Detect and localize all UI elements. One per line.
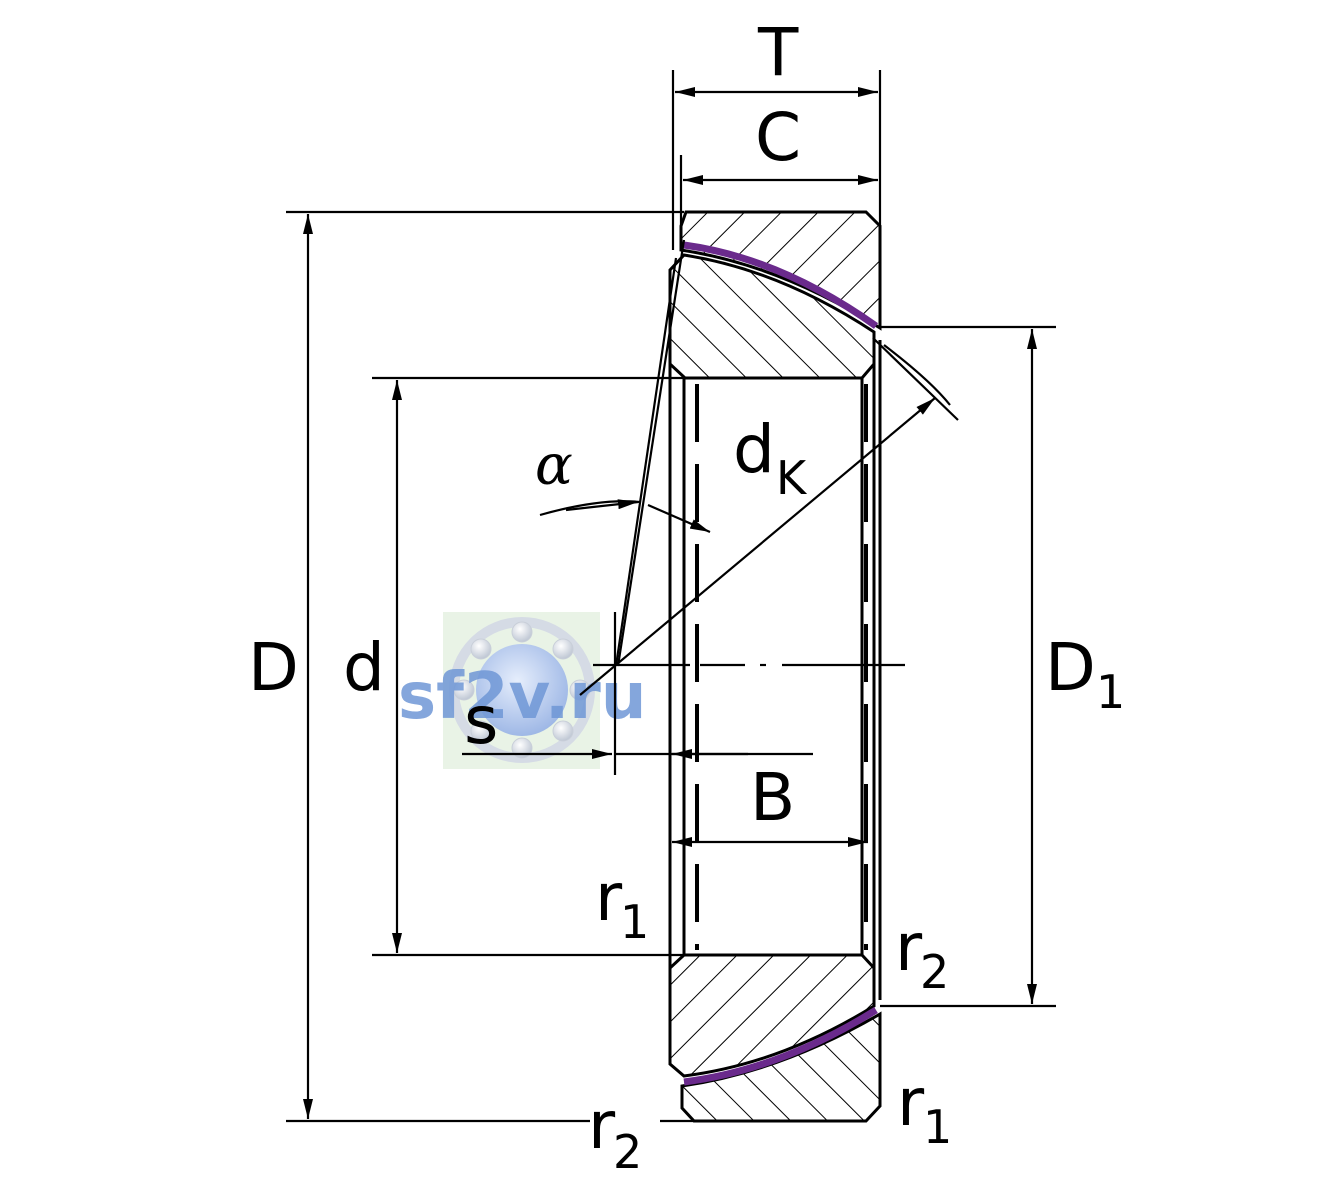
watermark: sf2v.ru: [398, 612, 646, 769]
watermark-text: sf2v.ru: [398, 660, 646, 734]
label-D1-sub: 1: [1096, 665, 1125, 719]
label-D: D: [248, 629, 299, 706]
sphere-arc: [883, 344, 951, 406]
label-dK: d: [733, 411, 775, 488]
label-r1-inner: r: [595, 859, 623, 936]
label-r1-outer: r: [897, 1064, 925, 1141]
contact-angle-lines: [539, 239, 951, 667]
watermark-balls: [453, 621, 591, 759]
contact-layer-top: [683, 241, 879, 329]
dim-dK: [579, 397, 936, 696]
label-r2-inner: r: [895, 909, 923, 986]
label-B: B: [750, 759, 795, 836]
dim-alpha-right: [647, 503, 711, 534]
label-r2-outer-sub: 2: [613, 1125, 642, 1179]
dim-alpha-left: [565, 499, 639, 512]
watermark-bearing-core: [476, 644, 568, 736]
label-d: d: [343, 629, 385, 706]
label-r1-outer-sub: 1: [923, 1100, 952, 1154]
inner-ring-bottom-section: [668, 953, 876, 1078]
label-C: C: [755, 99, 801, 176]
inner-ring-top-section: [668, 253, 876, 380]
contact-layer-bottom: [683, 1007, 878, 1086]
label-s: s: [464, 682, 498, 759]
label-r1-inner-sub: 1: [620, 895, 649, 949]
extension-lines: [286, 70, 1056, 1123]
label-r2-inner-sub: 2: [920, 945, 949, 999]
hidden-lines: [695, 384, 868, 950]
label-T: T: [757, 14, 799, 91]
label-r2-outer: r: [588, 1087, 616, 1164]
dimension-lines: [303, 87, 1037, 1119]
bearing-body-lines: [668, 340, 882, 1000]
label-dK-sub: K: [776, 451, 808, 505]
label-alpha: α: [535, 433, 573, 498]
label-D1: D: [1045, 629, 1096, 706]
